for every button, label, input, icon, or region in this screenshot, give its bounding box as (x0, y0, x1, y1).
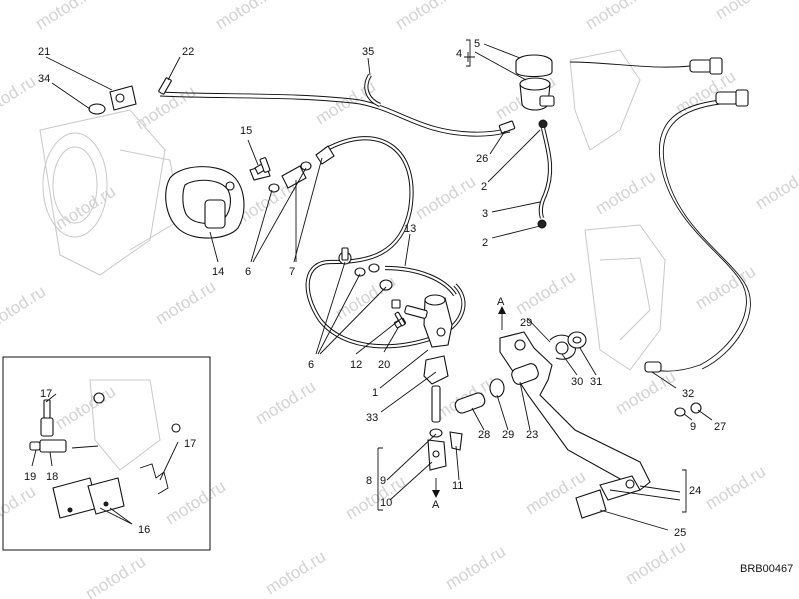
watermark-text: motod.ru (212, 0, 279, 33)
label-32: 32 (682, 388, 694, 400)
brake-pedal-lever (499, 331, 651, 519)
brake-caliper (165, 164, 271, 239)
label-25: 25 (674, 527, 686, 539)
watermark-text: motod.ru (702, 462, 769, 514)
brake-line-upper (159, 91, 511, 137)
label-15: 15 (240, 125, 252, 137)
caliper-fittings (88, 77, 172, 115)
label-2-lower: 2 (482, 237, 488, 249)
watermark-text: motod.ru (252, 377, 319, 429)
label-12: 12 (350, 359, 362, 371)
watermark-text: motod.ru (162, 477, 229, 529)
label-23: 23 (526, 429, 538, 441)
label-26: 26 (476, 153, 488, 165)
watermark-text: motod.ru (262, 547, 329, 599)
watermark-text: motod.ru (342, 472, 409, 524)
label-28: 28 (478, 429, 490, 441)
label-33: 33 (366, 412, 378, 424)
watermark-text: motod.ru (752, 162, 799, 214)
reservoir-hose-3 (537, 127, 553, 229)
diagram-code: BRB00467 (740, 563, 793, 575)
watermark-text: motod.ru (442, 542, 509, 594)
watermark-text: motod.ru (0, 282, 49, 334)
label-2-upper: 2 (481, 181, 487, 193)
master-cylinder (391, 294, 453, 423)
watermark-text: motod.ru (52, 382, 119, 434)
label-22: 22 (182, 46, 194, 58)
label-18: 18 (46, 471, 58, 483)
watermark-text: motod.ru (522, 467, 589, 519)
label-5: 5 (474, 38, 480, 50)
arrow-label-a-down: A (432, 499, 440, 511)
label-10: 10 (380, 497, 392, 509)
label-35: 35 (362, 46, 374, 58)
inset-pads-detail (2, 356, 211, 551)
sensor-cable-32 (569, 57, 751, 373)
label-19: 19 (24, 471, 36, 483)
label-29-lower: 29 (502, 429, 514, 441)
watermark-text: motod.ru (622, 537, 689, 589)
label-11: 11 (452, 480, 463, 492)
label-31: 31 (590, 376, 602, 388)
watermark-text: motod.ru (392, 0, 459, 33)
banjo-fittings-lower (338, 247, 393, 291)
leader-lines (31, 39, 713, 531)
watermark-text: motod.ru (0, 72, 39, 124)
label-17-left: 17 (40, 388, 52, 400)
label-8: 8 (366, 475, 372, 487)
frame-ghost-drawing (39, 49, 666, 471)
label-20: 20 (378, 359, 390, 371)
label-17-right: 17 (184, 438, 196, 450)
label-3: 3 (482, 208, 488, 220)
label-7: 7 (289, 266, 295, 278)
watermark-text: motod.ru (512, 267, 579, 319)
watermark-text: motod.ru (152, 277, 219, 329)
watermark-text: motod.ru (412, 172, 479, 224)
part-labels: 21 22 34 35 4 5 26 2 3 2 15 14 6 7 13 6 … (24, 38, 793, 575)
watermark-text: motod.ru (0, 482, 39, 534)
label-9-right: 9 (690, 421, 696, 433)
label-29-upper: 29 (520, 317, 532, 329)
arrow-label-a-up: A (497, 296, 505, 308)
watermark-text: motod.ru (712, 0, 779, 23)
watermark-text: motod.ru (332, 272, 399, 324)
arrow-a-down (432, 478, 440, 498)
label-16: 16 (138, 524, 150, 536)
label-9-lower: 9 (380, 475, 386, 487)
watermark-text: motod.ru (82, 552, 149, 599)
watermark-text: motod.ru (692, 262, 759, 314)
pedal-stop-bolt (674, 402, 702, 417)
label-13: 13 (404, 223, 416, 235)
pipe-35 (364, 73, 381, 107)
watermark-text: motod.ru (612, 367, 679, 419)
bolt-26 (498, 120, 516, 134)
label-30: 30 (571, 376, 583, 388)
label-34: 34 (38, 73, 50, 85)
fluid-reservoir (515, 54, 555, 129)
watermark-text: motod.ru (32, 0, 99, 33)
watermark-text: motod.ru (582, 0, 649, 33)
label-4: 4 (456, 48, 462, 60)
watermark-text: motod.ru (52, 182, 119, 234)
pushrod-clevis (427, 428, 463, 471)
label-27: 27 (714, 421, 726, 433)
label-14: 14 (212, 266, 224, 278)
arrow-a-up (498, 306, 506, 330)
banjo-fittings-upper (254, 145, 335, 193)
label-24: 24 (689, 485, 701, 497)
watermark-text: motod.ru (592, 167, 659, 219)
label-6-lower: 6 (308, 359, 314, 371)
label-1: 1 (372, 387, 378, 399)
label-6-upper: 6 (245, 266, 251, 278)
label-21: 21 (38, 46, 50, 58)
